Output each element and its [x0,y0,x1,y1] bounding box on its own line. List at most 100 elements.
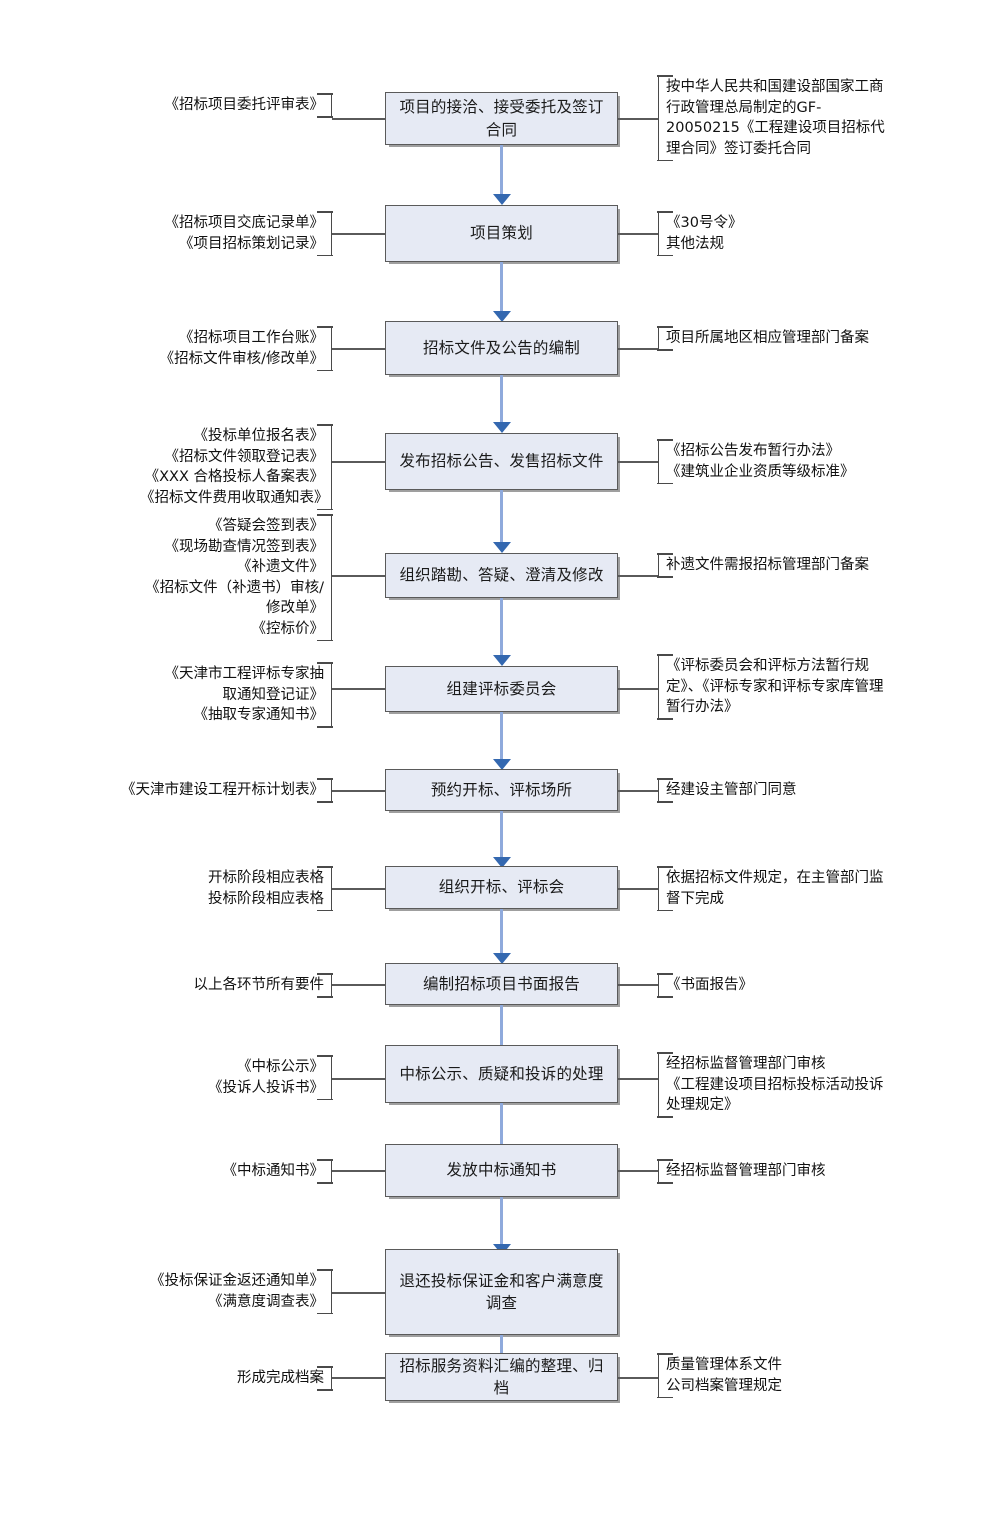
process-node-label: 项目策划 [470,224,533,243]
right-annotation-text: 依据招标文件规定，在主管部门监督下完成 [666,870,884,907]
connector-right-step-4 [618,461,658,463]
connector-left-step-13 [332,1377,385,1379]
flow-arrow-2-to-3 [492,262,512,322]
process-node-step-12[interactable]: 退还投标保证金和客户满意度调查 [385,1249,618,1335]
right-annotation-text: 质量管理体系文件公司档案管理规定 [666,1357,782,1394]
flow-arrow-6-to-7 [492,712,512,770]
process-node-step-6[interactable]: 组建评标委员会 [385,666,618,712]
connector-right-step-10 [618,1078,658,1080]
right-annotation-text: 按中华人民共和国建设部国家工商行政管理总局制定的GF-20050215《工程建设… [666,79,885,157]
connector-left-step-8 [332,888,385,890]
left-annotation-step-2: 《招标项目交底记录单》《项目招标策划记录》 [155,211,333,257]
left-annotation-step-4: 《投标单位报名表》《招标文件领取登记表》《XXX 合格投标人备案表》《招标文件费… [140,424,333,511]
connector-left-step-12 [332,1292,385,1294]
left-annotation-text: 《招标项目交底记录单》《项目招标策划记录》 [164,215,325,252]
process-node-label: 组织踏勘、答疑、澄清及修改 [399,566,604,585]
flow-arrow-3-to-4 [492,375,512,433]
connector-right-step-13 [618,1377,658,1379]
left-annotation-text: 《中标公示》《投诉人投诉书》 [208,1059,324,1096]
left-annotation-step-11: 《中标通知书》 [190,1159,333,1184]
flow-arrow-8-to-9 [492,909,512,964]
process-node-label: 组建评标委员会 [446,679,557,698]
left-annotation-text: 《天津市建设工程开标计划表》 [121,782,324,798]
connector-left-step-5 [332,575,385,577]
process-node-step-1[interactable]: 项目的接洽、接受委托及签订合同 [385,92,618,145]
left-annotation-step-3: 《招标项目工作台账》《招标文件审核/修改单》 [155,326,333,372]
left-annotation-step-12: 《投标保证金返还通知单》《满意度调查表》 [136,1269,333,1315]
right-annotation-text: 经招标监督管理部门审核 [666,1163,826,1179]
left-annotation-text: 《投标单位报名表》《招标文件领取登记表》《XXX 合格投标人备案表》《招标文件费… [140,428,329,506]
right-annotation-step-13: 质量管理体系文件公司档案管理规定 [657,1353,886,1399]
process-node-label: 中标公示、质疑和投诉的处理 [399,1064,604,1083]
right-annotation-step-7: 经建设主管部门同意 [657,778,886,803]
left-annotation-text: 《招标项目工作台账》《招标文件审核/修改单》 [159,330,324,367]
process-node-step-8[interactable]: 组织开标、评标会 [385,866,618,909]
right-annotation-step-10: 经招标监督管理部门审核《工程建设项目招标投标活动投诉处理规定》 [657,1052,886,1118]
left-annotation-text: 《招标项目委托评审表》 [164,97,325,113]
right-annotation-text: 补遗文件需报招标管理部门备案 [666,557,869,573]
connector-right-step-5 [618,575,658,577]
connector-left-step-2 [332,233,385,235]
process-node-label: 招标服务资料汇编的整理、归档 [399,1356,604,1397]
process-node-label: 退还投标保证金和客户满意度调查 [399,1271,604,1312]
left-annotation-text: 《天津市工程评标专家抽取通知登记证》《抽取专家通知书》 [164,666,325,724]
right-annotation-step-1: 按中华人民共和国建设部国家工商行政管理总局制定的GF-20050215《工程建设… [657,75,886,162]
right-annotation-step-2: 《30号令》其他法规 [657,211,886,257]
right-annotation-text: 经建设主管部门同意 [666,782,797,798]
right-annotation-text: 经招标监督管理部门审核《工程建设项目招标投标活动投诉处理规定》 [666,1056,884,1114]
process-node-step-7[interactable]: 预约开标、评标场所 [385,769,618,811]
connector-right-step-9 [618,984,658,986]
connector-left-step-9 [332,984,385,986]
process-node-label: 发布招标公告、发售招标文件 [399,452,604,471]
connector-right-step-3 [618,348,658,350]
process-node-label: 预约开标、评标场所 [430,780,573,799]
left-annotation-step-9: 以上各环节所有要件 [178,973,333,998]
flow-arrow-7-to-8 [492,811,512,868]
left-annotation-text: 《中标通知书》 [222,1163,325,1179]
process-node-step-3[interactable]: 招标文件及公告的编制 [385,321,618,375]
left-annotation-step-7: 《天津市建设工程开标计划表》 [110,778,333,803]
connector-left-step-3 [332,348,385,350]
flow-arrow-11-to-12 [492,1197,512,1255]
left-annotation-step-13: 形成完成档案 [222,1366,333,1391]
left-annotation-step-1: 《招标项目委托评审表》 [160,93,333,118]
process-node-label: 发放中标通知书 [446,1161,557,1180]
connector-left-step-11 [332,1170,385,1172]
left-annotation-text: 以上各环节所有要件 [193,977,325,993]
right-annotation-text: 项目所属地区相应管理部门备案 [666,330,869,346]
left-annotation-step-6: 《天津市工程评标专家抽取通知登记证》《抽取专家通知书》 [152,662,333,728]
process-node-step-11[interactable]: 发放中标通知书 [385,1144,618,1197]
process-node-step-2[interactable]: 项目策划 [385,205,618,262]
flow-arrow-5-to-6 [492,598,512,666]
connector-right-step-1 [618,118,658,120]
left-annotation-step-5: 《答疑会签到表》《现场勘查情况签到表》《补遗文件》《招标文件（补遗书）审核/修改… [140,514,333,642]
right-annotation-step-9: 《书面报告》 [657,973,886,998]
process-node-step-5[interactable]: 组织踏勘、答疑、澄清及修改 [385,553,618,598]
process-node-label: 项目的接洽、接受委托及签订合同 [399,98,604,139]
right-annotation-step-3: 项目所属地区相应管理部门备案 [657,326,886,351]
left-annotation-text: 《答疑会签到表》《现场勘查情况签到表》《补遗文件》《招标文件（补遗书）审核/修改… [145,518,324,637]
flow-arrow-4-to-5 [492,490,512,553]
connector-right-step-6 [618,688,658,690]
right-annotation-text: 《招标公告发布暂行办法》《建筑业企业资质等级标准》 [666,443,855,480]
connector-left-step-10 [332,1078,385,1080]
connector-left-step-4 [332,461,385,463]
process-node-step-10[interactable]: 中标公示、质疑和投诉的处理 [385,1045,618,1103]
connector-right-step-7 [618,790,658,792]
process-node-step-4[interactable]: 发布招标公告、发售招标文件 [385,433,618,490]
right-annotation-step-8: 依据招标文件规定，在主管部门监督下完成 [657,866,886,912]
left-annotation-text: 《投标保证金返还通知单》《满意度调查表》 [150,1273,324,1310]
connector-left-step-1 [332,118,385,120]
right-annotation-text: 《30号令》其他法规 [666,215,743,252]
right-annotation-step-5: 补遗文件需报招标管理部门备案 [657,553,886,578]
process-node-step-9[interactable]: 编制招标项目书面报告 [385,963,618,1005]
connector-right-step-2 [618,233,658,235]
connector-right-step-11 [618,1170,658,1172]
left-annotation-step-10: 《中标公示》《投诉人投诉书》 [180,1055,333,1101]
connector-right-step-8 [618,888,658,890]
left-annotation-step-8: 开标阶段相应表格投标阶段相应表格 [182,866,333,912]
process-node-step-13[interactable]: 招标服务资料汇编的整理、归档 [385,1353,618,1401]
flow-arrow-1-to-2 [492,145,512,205]
connector-left-step-6 [332,688,385,690]
